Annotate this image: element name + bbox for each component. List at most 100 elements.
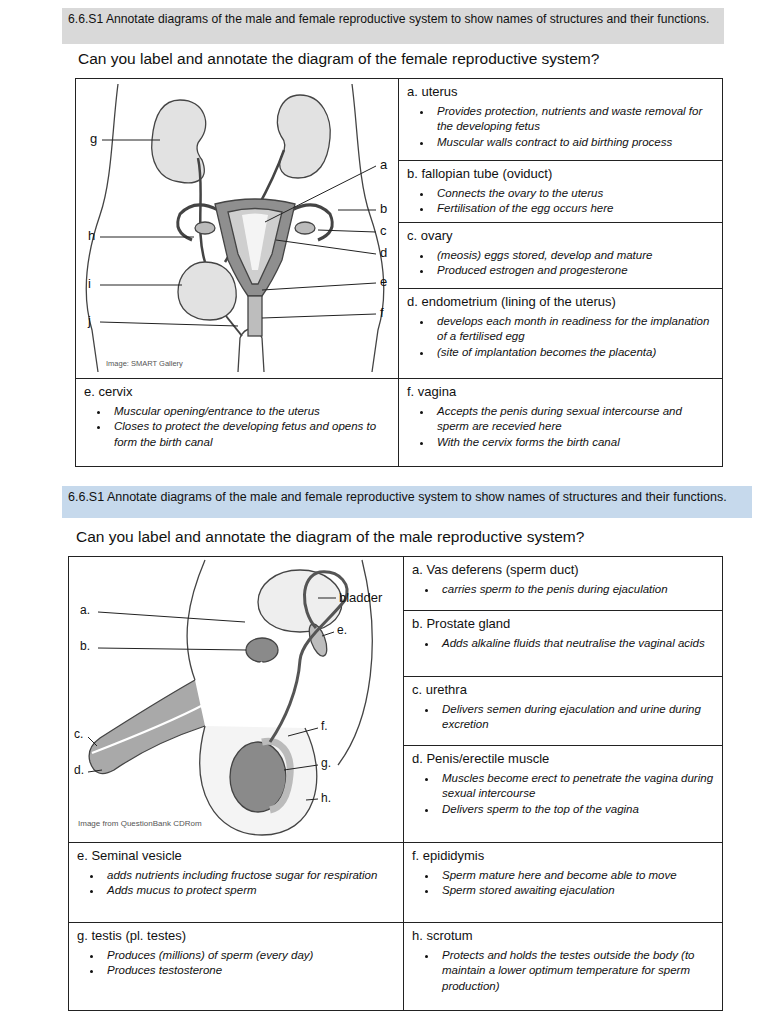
image-credit: Image from QuestionBank CDRom bbox=[78, 820, 202, 829]
fallopian-tube bbox=[292, 205, 332, 240]
callout-letter: e. bbox=[337, 624, 347, 637]
bullet-point: Delivers semen during ejaculation and ur… bbox=[438, 702, 714, 733]
ovary bbox=[295, 222, 315, 234]
table-cell: a. uterusProvides protection, nutrients … bbox=[398, 78, 723, 161]
ureter bbox=[198, 158, 205, 262]
cell-heading: h. scrotum bbox=[412, 927, 714, 945]
callout-letter: h. bbox=[321, 792, 331, 805]
table-cell: e. Seminal vesicle adds nutrients includi… bbox=[68, 842, 404, 923]
bladder bbox=[258, 570, 342, 632]
bullet-point: (site of implantation becomes the placen… bbox=[433, 345, 714, 361]
bullet-point: Adds mucus to protect sperm bbox=[103, 883, 395, 899]
callout-letter: e bbox=[380, 275, 387, 289]
callout-letter: d bbox=[380, 246, 387, 260]
question: Can you label and annotate the diagram o… bbox=[76, 528, 584, 545]
table-cell: c. urethraDelivers semen during ejaculat… bbox=[403, 676, 723, 746]
table-cell: a. Vas deferens (sperm duct)carries sper… bbox=[403, 556, 723, 611]
penis bbox=[89, 680, 205, 774]
cell-heading: e. cervix bbox=[84, 383, 390, 401]
header-text: 6.6.S1 Annotate diagrams of the male and… bbox=[68, 490, 746, 505]
table-cell: f. epididymisSperm mature here and becom… bbox=[403, 842, 723, 923]
cell-heading: d. Penis/erectile muscle bbox=[412, 750, 714, 768]
vagina bbox=[248, 296, 262, 336]
table-cell: g. testis (pl. testes) Produces (millions… bbox=[68, 922, 404, 1011]
endometrium bbox=[228, 209, 282, 285]
table-cell: f. vaginaAccepts the penis during sexual… bbox=[398, 378, 723, 467]
callout-letter: g bbox=[90, 132, 97, 146]
body-outline bbox=[352, 84, 384, 372]
bullet-point: Produces (millions) of sperm (every day) bbox=[103, 948, 395, 964]
image-cell bbox=[76, 79, 399, 379]
bullet-point: Adds alkaline fluids that neutralise the… bbox=[438, 636, 714, 652]
callout-letter: f. bbox=[321, 720, 328, 733]
kidney bbox=[152, 100, 206, 183]
callout-letter: f bbox=[380, 306, 384, 320]
cell-heading: f. vagina bbox=[407, 383, 714, 401]
bullet-point: Sperm stored awaiting ejaculation bbox=[438, 883, 714, 899]
bullet-point: Produces testosterone bbox=[103, 963, 395, 979]
callout-label: bladder bbox=[339, 591, 382, 605]
bullet-point: Delivers sperm to the top of the vagina bbox=[438, 802, 714, 818]
callout-letter: a bbox=[380, 158, 387, 172]
callout-letter: a. bbox=[80, 604, 90, 617]
callout-letter: h bbox=[88, 229, 95, 243]
table-cell: b. Prostate glandAdds alkaline fluids th… bbox=[403, 610, 723, 677]
callout-letter: g. bbox=[321, 757, 331, 770]
cell-heading: c. ovary bbox=[407, 227, 714, 245]
scrotum bbox=[200, 726, 317, 835]
fallopian-tube bbox=[178, 205, 218, 240]
callout-letter: i bbox=[88, 277, 91, 291]
header-band: 6.6.S1 Annotate diagrams of the male and… bbox=[62, 8, 724, 44]
cell-heading: b. Prostate gland bbox=[412, 615, 714, 633]
body-outline bbox=[86, 84, 118, 372]
header-text: 6.6.S1 Annotate diagrams of the male and… bbox=[68, 12, 718, 27]
callout-letter: d. bbox=[74, 764, 84, 777]
cell-heading: g. testis (pl. testes) bbox=[77, 927, 395, 945]
image-cell bbox=[69, 557, 404, 843]
bullet-point: With the cervix forms the birth canal bbox=[433, 435, 714, 451]
callout-letter: c. bbox=[74, 728, 83, 741]
vas-deferens bbox=[270, 572, 347, 742]
kidney bbox=[277, 95, 330, 178]
table-cell: c. ovary (meosis) eggs stored, develop an… bbox=[398, 222, 723, 289]
cell-heading: c. urethra bbox=[412, 681, 714, 699]
epididymis bbox=[262, 741, 290, 810]
table-cell: b. fallopian tube (oviduct) Connects the … bbox=[398, 160, 723, 223]
bullet-point: Muscular walls contract to aid birthing … bbox=[433, 135, 714, 151]
bullet-point: Protects and holds the testes outside th… bbox=[438, 948, 714, 995]
leader-lines bbox=[88, 598, 336, 800]
bullet-point: Sperm mature here and become able to mov… bbox=[438, 868, 714, 884]
cell-heading: e. Seminal vesicle bbox=[77, 847, 395, 865]
bullet-point: Produced estrogen and progesterone bbox=[433, 263, 714, 279]
bullet-point: develops each month in readiness for the… bbox=[433, 314, 714, 345]
question: Can you label and annotate the diagram o… bbox=[78, 50, 599, 67]
cell-heading: d. endometrium (lining of the uterus) bbox=[407, 293, 714, 311]
bladder bbox=[178, 262, 236, 320]
bullet-point: Muscular opening/entrance to the uterus bbox=[110, 404, 390, 420]
bullet-point: (meosis) eggs stored, develop and mature bbox=[433, 248, 714, 264]
ovary bbox=[195, 222, 215, 234]
male-diagram bbox=[88, 560, 372, 835]
cell-heading: a. Vas deferens (sperm duct) bbox=[412, 561, 714, 579]
bullet-point: Muscles become erect to penetrate the va… bbox=[438, 771, 714, 802]
female-diagram bbox=[86, 84, 384, 372]
bullet-point: adds nutrients including fructose sugar … bbox=[103, 868, 395, 884]
cell-heading: b. fallopian tube (oviduct) bbox=[407, 165, 714, 183]
header-band: 6.6.S1 Annotate diagrams of the male and… bbox=[62, 486, 752, 518]
table-cell: d. endometrium (lining of the uterus) dev… bbox=[398, 288, 723, 379]
callout-letter: c bbox=[380, 224, 387, 238]
callout-letter: j bbox=[88, 314, 91, 328]
image-credit: Image: SMART Gallery bbox=[106, 360, 183, 368]
body-outline bbox=[187, 560, 205, 680]
testis bbox=[230, 742, 286, 812]
bullet-point: Accepts the penis during sexual intercou… bbox=[433, 404, 714, 435]
bullet-point: Provides protection, nutrients and waste… bbox=[433, 104, 714, 135]
bullet-point: Connects the ovary to the uterus bbox=[433, 186, 714, 202]
table-cell: d. Penis/erectile muscleMuscles become e… bbox=[403, 745, 723, 843]
prostate bbox=[246, 638, 278, 662]
uterine-cavity bbox=[242, 214, 268, 271]
cell-heading: f. epididymis bbox=[412, 847, 714, 865]
leader-lines bbox=[100, 140, 376, 326]
callout-letter: b. bbox=[80, 640, 90, 653]
